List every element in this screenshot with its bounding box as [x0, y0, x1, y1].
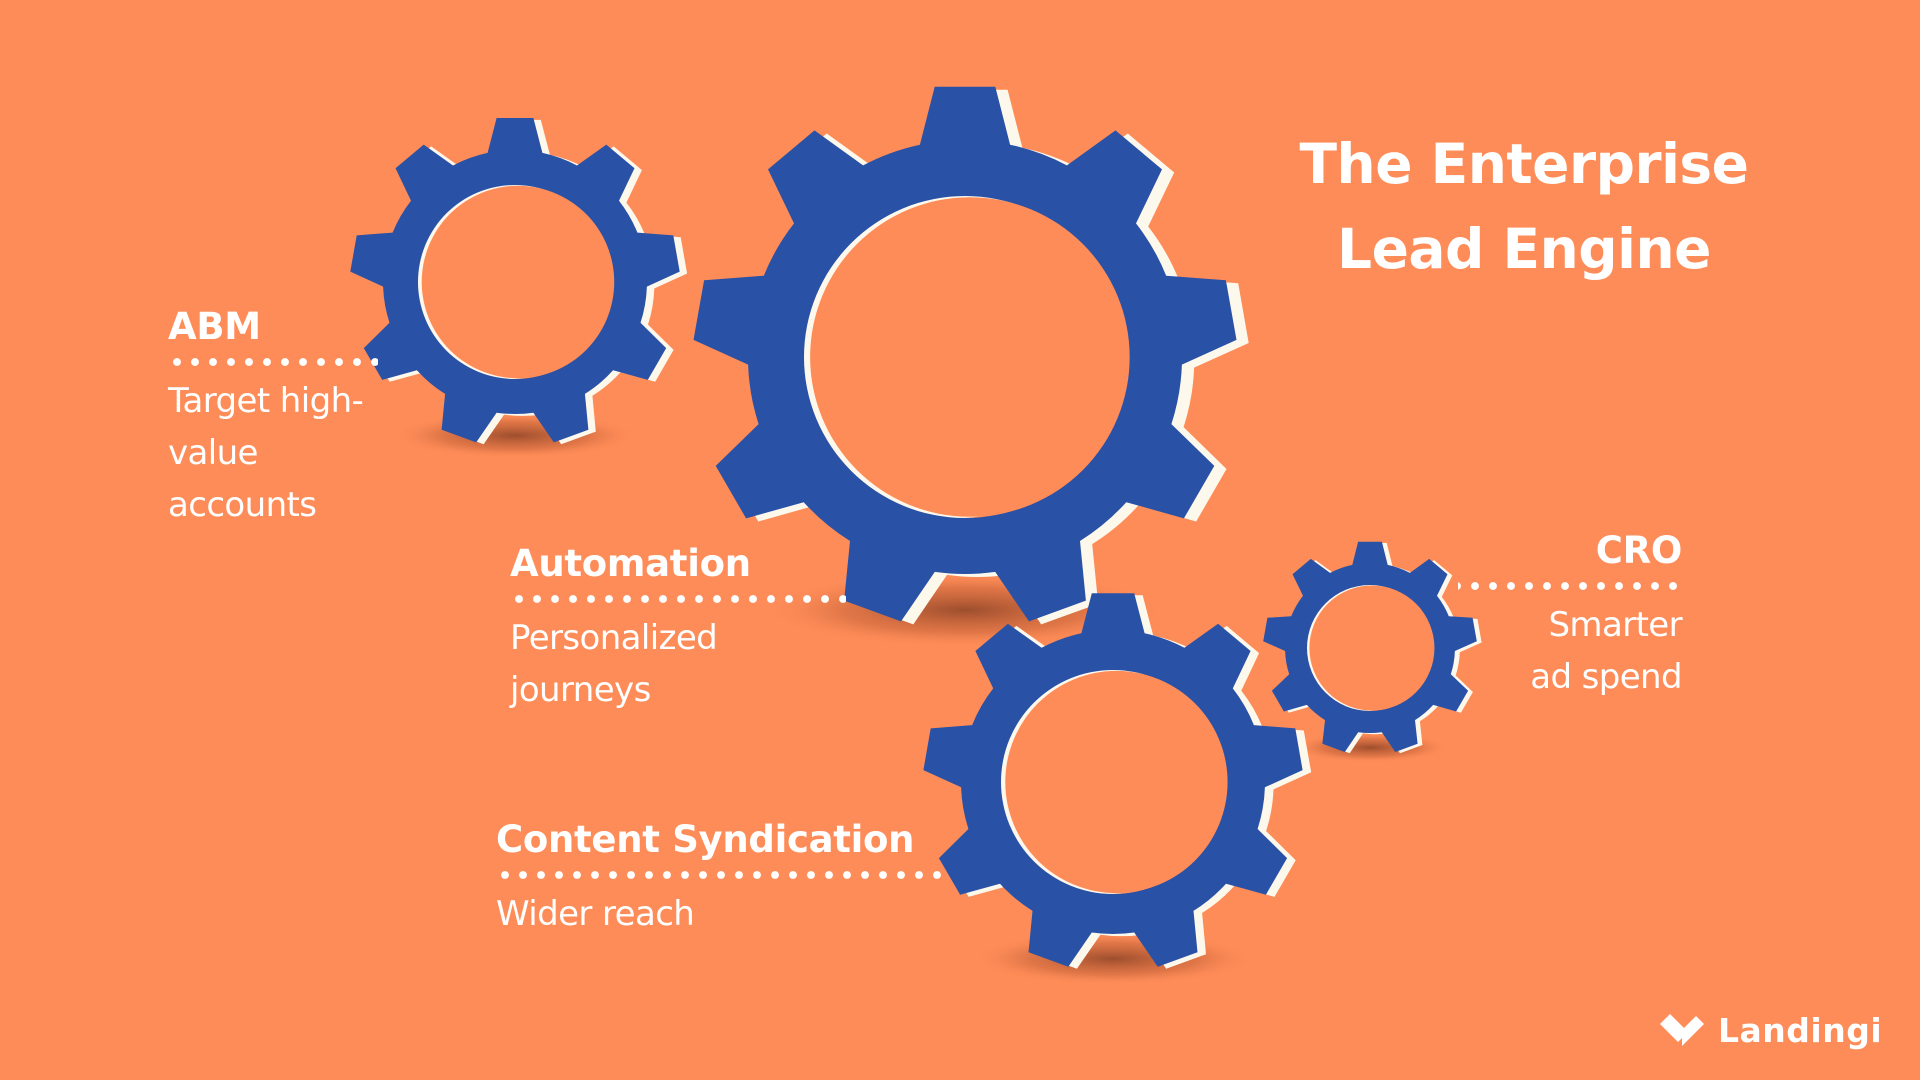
cro-gear-icon	[1263, 541, 1482, 754]
cro-callout: CRO Smarter ad spend	[1440, 529, 1683, 703]
cro-label: CRO	[1595, 529, 1683, 572]
abm-gear-shadow	[391, 412, 639, 459]
content-syndication-label: Content Syndication	[496, 818, 915, 861]
cro-dotted-connector	[1458, 581, 1682, 591]
automation-gear-icon	[693, 86, 1249, 625]
content-syndication-description: Wider reach	[496, 894, 695, 934]
automation-description-line-2: journeys	[510, 670, 651, 710]
abm-gear-icon	[350, 118, 688, 445]
content-syndication-gear-icon	[923, 593, 1312, 969]
content-syndication-dotted-connector	[496, 870, 946, 880]
abm-label: ABM	[168, 305, 261, 348]
content-syndication-callout: Content Syndication Wider reach	[496, 818, 946, 940]
content-syndication-gear-shadow	[970, 932, 1256, 986]
automation-description-line-1: Personalized	[510, 618, 718, 658]
cro-description-line-2: ad spend	[1530, 657, 1682, 697]
landingi-logo-icon	[1660, 1014, 1704, 1046]
landingi-logo: Landingi	[1658, 1006, 1882, 1054]
title-line-1: The Enterprise	[1299, 132, 1749, 196]
automation-label: Automation	[510, 542, 751, 585]
abm-callout: ABM Target high- value accounts	[168, 305, 378, 531]
cro-description-line-1: Smarter	[1548, 605, 1682, 645]
automation-dotted-connector	[510, 594, 846, 604]
abm-dotted-connector	[168, 357, 378, 367]
abm-description-line-1: Target high-	[168, 381, 364, 421]
abm-description-line-2: value accounts	[168, 433, 317, 525]
automation-callout: Automation Personalized journeys	[510, 542, 850, 716]
title-line-2: Lead Engine	[1337, 217, 1711, 281]
cro-gear-shadow	[1289, 732, 1451, 763]
page-title: The Enterprise Lead Engine	[1284, 122, 1764, 292]
landingi-logo-text: Landingi	[1718, 1010, 1883, 1050]
